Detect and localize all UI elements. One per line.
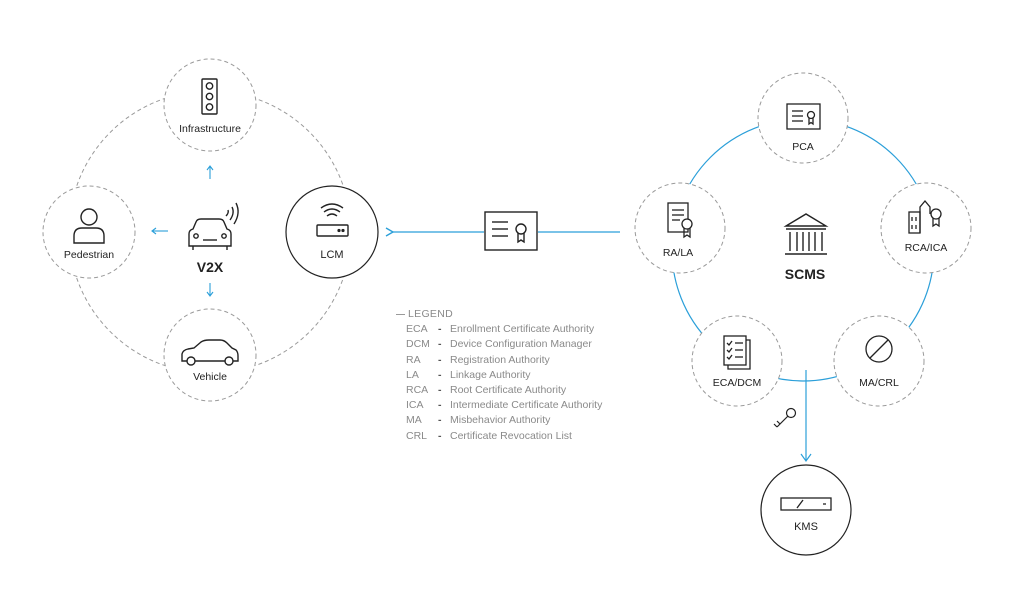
eca-dcm-node[interactable]: ECA/DCM bbox=[691, 315, 783, 407]
car-side-icon bbox=[181, 339, 239, 366]
lcm-label: LCM bbox=[320, 249, 343, 261]
certificate-icon bbox=[786, 103, 821, 130]
pedestrian-label: Pedestrian bbox=[64, 249, 114, 261]
vehicle-node[interactable]: Vehicle bbox=[163, 308, 257, 402]
kms-label: KMS bbox=[794, 521, 818, 533]
router-icon bbox=[316, 203, 349, 237]
lcm-node[interactable]: LCM bbox=[285, 185, 379, 279]
legend-item: RCA-Root Certificate Authority bbox=[394, 383, 602, 398]
key-icon bbox=[773, 407, 797, 428]
legend-abbr: MA bbox=[406, 414, 422, 427]
connected-car-icon bbox=[188, 202, 239, 250]
legend-separator: - bbox=[438, 399, 442, 412]
legend-item: RA -Registration Authority bbox=[394, 353, 602, 368]
legend-item: MA -Misbehavior Authority bbox=[394, 413, 602, 428]
ma-crl-node[interactable]: MA/CRL bbox=[833, 315, 925, 407]
legend-item: CRL-Certificate Revocation List bbox=[394, 429, 602, 444]
bank-building-icon bbox=[783, 213, 829, 255]
legend-description: Misbehavior Authority bbox=[450, 414, 551, 427]
legend-description: Root Certificate Authority bbox=[450, 384, 567, 397]
legend-item: LA -Linkage Authority bbox=[394, 368, 602, 383]
document-badge-icon bbox=[667, 202, 693, 239]
kms-node[interactable]: KMS bbox=[760, 464, 852, 556]
eca-dcm-label: ECA/DCM bbox=[713, 377, 761, 389]
v2x-title: V2X bbox=[197, 259, 224, 275]
pca-label: PCA bbox=[792, 141, 814, 153]
legend-title: LEGEND bbox=[396, 307, 602, 322]
traffic-light-icon bbox=[201, 78, 218, 115]
rca-ica-label: RCA/ICA bbox=[905, 242, 948, 254]
legend-description: Device Configuration Manager bbox=[450, 338, 592, 351]
legend-abbr: DCM bbox=[406, 338, 430, 351]
person-icon bbox=[73, 208, 105, 244]
vehicle-label: Vehicle bbox=[193, 371, 227, 383]
rca-ica-node[interactable]: RCA/ICA bbox=[880, 182, 972, 274]
legend-separator: - bbox=[438, 353, 442, 366]
legend-separator: - bbox=[438, 414, 442, 427]
legend-abbr: CRL bbox=[406, 429, 428, 442]
legend-separator: - bbox=[438, 384, 442, 397]
legend-description: Linkage Authority bbox=[450, 368, 531, 381]
legend-separator: - bbox=[438, 323, 442, 336]
legend-item: ECA-Enrollment Certificate Authority bbox=[394, 322, 602, 337]
legend-abbr: ICA bbox=[406, 399, 424, 412]
certificate-icon bbox=[484, 211, 538, 251]
revoke-icon bbox=[865, 335, 893, 363]
hardware-module-icon bbox=[780, 497, 832, 511]
v2x-center: V2X bbox=[188, 202, 239, 275]
checklist-icon bbox=[723, 335, 751, 370]
pca-node[interactable]: PCA bbox=[757, 72, 849, 164]
legend-description: Certificate Revocation List bbox=[450, 429, 572, 442]
legend-description: Intermediate Certificate Authority bbox=[450, 399, 603, 412]
infrastructure-label: Infrastructure bbox=[179, 123, 241, 135]
scms-center: SCMS bbox=[783, 213, 829, 282]
legend-abbr: ECA bbox=[406, 323, 428, 336]
legend-separator: - bbox=[438, 429, 442, 442]
legend: LEGEND ECA-Enrollment Certificate Author… bbox=[394, 307, 602, 444]
legend-abbr: RCA bbox=[406, 384, 429, 397]
legend-description: Enrollment Certificate Authority bbox=[450, 323, 595, 336]
building-badge-icon bbox=[908, 199, 942, 234]
scms-title: SCMS bbox=[785, 266, 825, 282]
legend-description: Registration Authority bbox=[450, 353, 550, 366]
legend-abbr: LA bbox=[406, 368, 419, 381]
v2x-flow-arrows bbox=[151, 165, 214, 297]
legend-separator: - bbox=[438, 368, 442, 381]
legend-abbr: RA bbox=[406, 353, 421, 366]
legend-item: ICA -Intermediate Certificate Authority bbox=[394, 398, 602, 413]
pedestrian-node[interactable]: Pedestrian bbox=[42, 185, 136, 279]
legend-separator: - bbox=[438, 338, 442, 351]
ra-la-node[interactable]: RA/LA bbox=[634, 182, 726, 274]
kms-arrowhead bbox=[800, 453, 812, 463]
ma-crl-label: MA/CRL bbox=[859, 377, 899, 389]
ra-la-label: RA/LA bbox=[663, 247, 693, 259]
infrastructure-node[interactable]: Infrastructure bbox=[163, 58, 257, 152]
legend-item: DCM-Device Configuration Manager bbox=[394, 337, 602, 352]
certificate-transfer bbox=[484, 211, 538, 251]
